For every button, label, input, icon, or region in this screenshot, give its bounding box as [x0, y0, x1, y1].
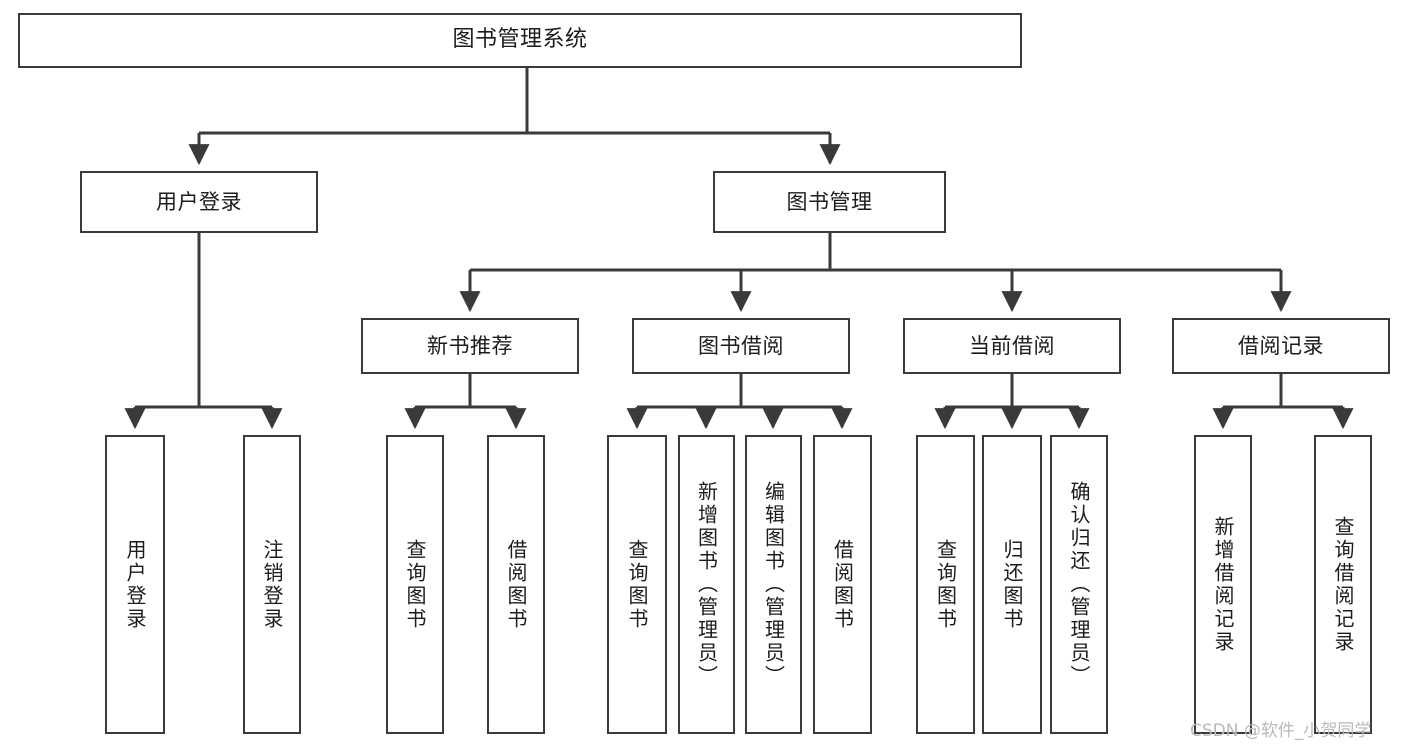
node-new-book-recommend[interactable]: 新书推荐 [361, 318, 579, 374]
node-label: 新增图书（管理员） [694, 481, 719, 688]
node-label: 查询图书 [933, 538, 958, 631]
node-book-manage[interactable]: 图书管理 [713, 171, 946, 233]
node-user-login[interactable]: 用户登录 [80, 171, 318, 233]
node-label: 查询图书 [403, 538, 427, 631]
node-leaf-add-record[interactable]: 新增借阅记录 [1194, 435, 1252, 734]
node-current-borrow[interactable]: 当前借阅 [903, 318, 1121, 374]
node-borrow-record[interactable]: 借阅记录 [1172, 318, 1390, 374]
node-label: 归还图书 [1000, 538, 1024, 631]
node-leaf-borrow-book-2[interactable]: 借阅图书 [813, 435, 872, 734]
node-label: 确认归还（管理员） [1067, 481, 1091, 688]
node-label: 用户登录 [156, 189, 242, 214]
node-leaf-add-book[interactable]: 新增图书（管理员） [678, 435, 735, 734]
node-leaf-user-logout[interactable]: 注销登录 [243, 435, 301, 734]
node-label: 借阅图书 [830, 538, 855, 631]
node-leaf-borrow-book-1[interactable]: 借阅图书 [487, 435, 545, 734]
node-label: 查询图书 [625, 538, 649, 631]
node-label: 图书借阅 [698, 333, 784, 358]
node-leaf-query-book-1[interactable]: 查询图书 [386, 435, 444, 734]
node-leaf-confirm-return[interactable]: 确认归还（管理员） [1050, 435, 1108, 734]
csdn-watermark: CSDN @软件_小贺同学 [1190, 721, 1372, 741]
node-label: 借阅记录 [1238, 333, 1324, 358]
node-label: 编辑图书（管理员） [761, 481, 786, 688]
node-leaf-edit-book[interactable]: 编辑图书（管理员） [745, 435, 802, 734]
node-leaf-user-login[interactable]: 用户登录 [105, 435, 165, 734]
node-label: 图书管理系统 [452, 27, 588, 53]
node-label: 注销登录 [260, 538, 284, 631]
node-book-borrow[interactable]: 图书借阅 [632, 318, 850, 374]
node-label: 当前借阅 [969, 333, 1055, 358]
node-leaf-query-book-2[interactable]: 查询图书 [607, 435, 667, 734]
node-label: 图书管理 [786, 189, 873, 214]
node-leaf-return-book[interactable]: 归还图书 [982, 435, 1042, 734]
node-label: 查询借阅记录 [1331, 515, 1355, 654]
node-leaf-query-record[interactable]: 查询借阅记录 [1314, 435, 1372, 734]
node-root-system[interactable]: 图书管理系统 [18, 13, 1022, 68]
node-label: 新书推荐 [427, 333, 513, 358]
node-label: 新增借阅记录 [1211, 515, 1235, 654]
node-label: 用户登录 [123, 538, 147, 631]
node-label: 借阅图书 [504, 538, 528, 631]
node-leaf-query-book-3[interactable]: 查询图书 [916, 435, 975, 734]
